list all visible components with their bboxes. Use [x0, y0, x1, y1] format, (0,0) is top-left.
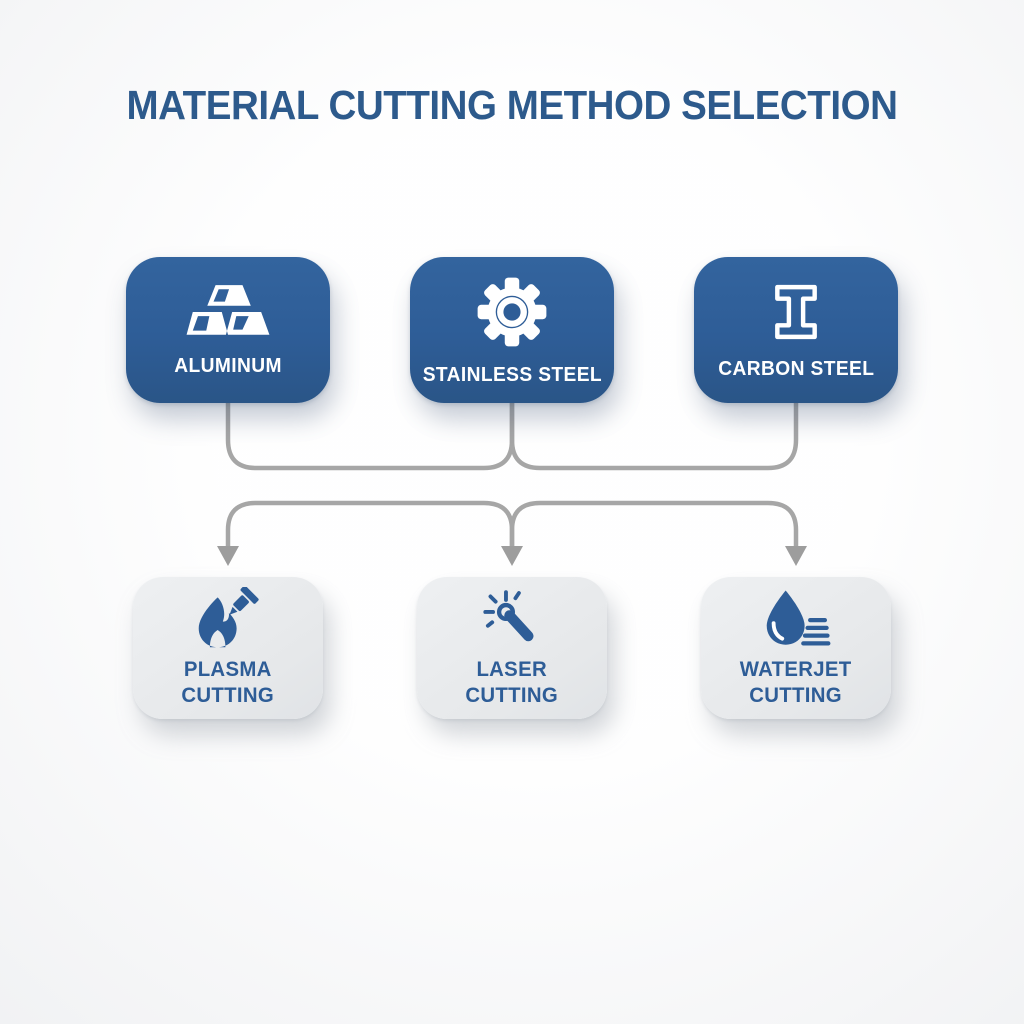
split-line-right — [509, 500, 799, 550]
method-label: WATERJET CUTTING — [740, 657, 852, 709]
flame-torch-icon — [198, 587, 259, 648]
material-card-carbon-steel: CARBON STEEL — [694, 257, 898, 403]
material-label: CARBON STEEL — [717, 357, 875, 380]
material-label: STAINLESS STEEL — [422, 363, 602, 386]
method-card-plasma-cutting: PLASMA CUTTING — [133, 577, 323, 719]
method-label-line1: LASER — [476, 658, 548, 681]
method-label-line1: WATERJET — [740, 658, 852, 681]
split-line-left — [225, 500, 515, 550]
page-title: MATERIAL CUTTING METHOD SELECTION — [126, 82, 898, 128]
merge-line-right — [509, 400, 799, 471]
method-card-waterjet-cutting: WATERJET CUTTING — [701, 577, 891, 719]
material-label: ALUMINUM — [174, 354, 282, 377]
laser-wand-icon — [483, 590, 534, 642]
i-beam-icon — [775, 284, 817, 339]
gear-icon — [477, 277, 547, 346]
method-label-line2: CUTTING — [749, 684, 843, 707]
ingots-icon — [186, 284, 270, 335]
merge-line-left — [225, 400, 515, 471]
arrow-down-icon — [217, 546, 239, 566]
water-drop-icon — [766, 590, 831, 646]
method-label: PLASMA CUTTING — [182, 657, 275, 709]
method-label: LASER CUTTING — [466, 657, 559, 709]
arrow-down-icon — [501, 546, 523, 566]
arrow-down-icon — [785, 546, 807, 566]
method-card-laser-cutting: LASER CUTTING — [417, 577, 607, 719]
material-card-stainless-steel: STAINLESS STEEL — [410, 257, 614, 403]
material-card-aluminum: ALUMINUM — [126, 257, 330, 403]
method-label-line2: CUTTING — [465, 684, 559, 707]
method-label-line1: PLASMA — [184, 658, 272, 681]
method-label-line2: CUTTING — [181, 684, 275, 707]
